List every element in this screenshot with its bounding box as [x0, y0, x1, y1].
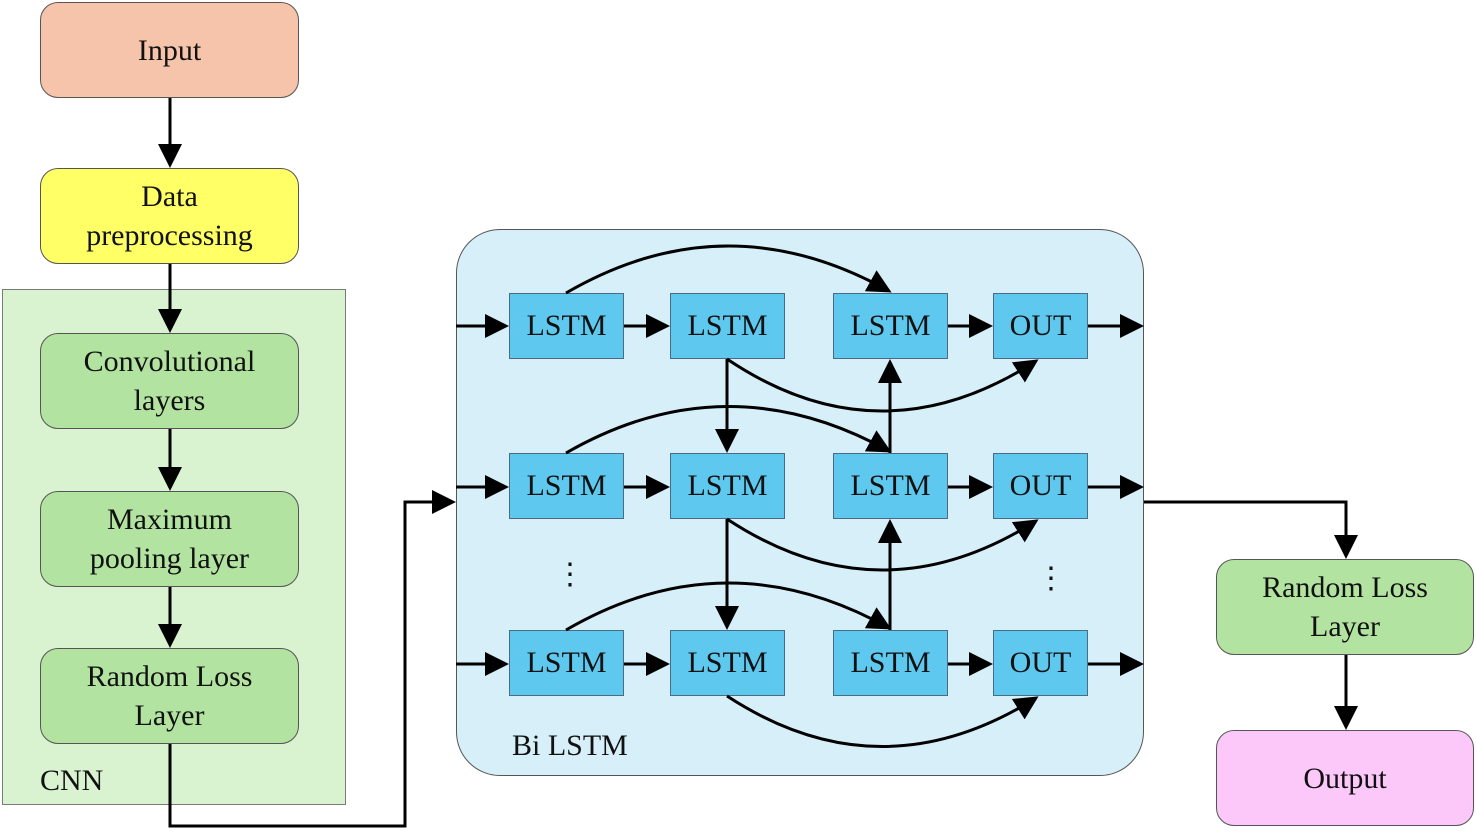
out-cell-r1: OUT — [993, 293, 1088, 359]
random-loss-cnn-label: Random Loss Layer — [86, 660, 253, 732]
lstm-cell-r1-c1: LSTM — [509, 293, 624, 359]
data-preprocessing-label: Data preprocessing — [86, 180, 253, 252]
convolutional-layers-box: Convolutional layers — [40, 333, 299, 429]
output-label: Output — [1303, 761, 1387, 795]
lstm-cell-r2-c2: LSTM — [670, 453, 785, 519]
lstm-cell-r1-c3: LSTM — [833, 293, 948, 359]
out-cell-r3: OUT — [993, 630, 1088, 696]
max-pooling-box: Maximum pooling layer — [40, 491, 299, 587]
random-loss-cnn-box: Random Loss Layer — [40, 648, 299, 744]
lstm-cell-r3-c2: LSTM — [670, 630, 785, 696]
cnn-region-label: CNN — [40, 764, 104, 797]
lstm-cell-r3-c1: LSTM — [509, 630, 624, 696]
random-loss-right-box: Random Loss Layer — [1216, 559, 1474, 655]
convolutional-layers-label: Convolutional layers — [83, 345, 256, 417]
lstm-cell-r3-c3: LSTM — [833, 630, 948, 696]
data-preprocessing-box: Data preprocessing — [40, 168, 299, 264]
input-label: Input — [137, 33, 202, 67]
random-loss-right-label: Random Loss Layer — [1262, 571, 1428, 643]
max-pooling-label: Maximum pooling layer — [89, 503, 250, 575]
bilstm-region-label: Bi LSTM — [512, 729, 628, 762]
lstm-cell-r1-c2: LSTM — [670, 293, 785, 359]
input-box: Input — [40, 2, 299, 98]
lstm-cell-r2-c3: LSTM — [833, 453, 948, 519]
out-cell-r2: OUT — [993, 453, 1088, 519]
output-box: Output — [1216, 730, 1474, 826]
